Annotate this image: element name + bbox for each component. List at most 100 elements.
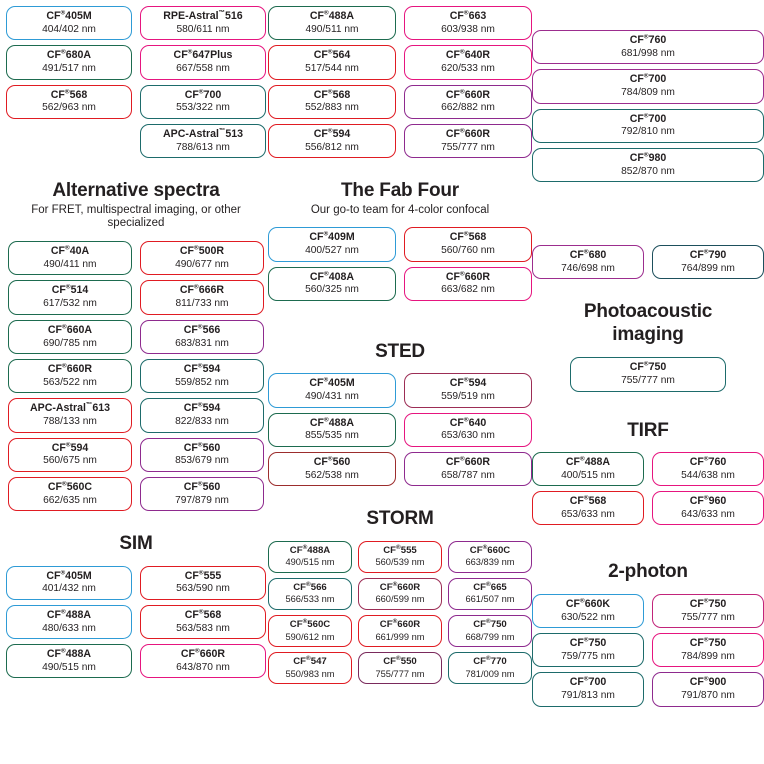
dye-name: CF®750 [689,597,727,610]
trademark-symbol: ® [64,88,70,96]
dye-excitation-emission: 620/533 nm [441,63,495,75]
dye-name: CF®760 [629,33,667,46]
dye-name: CF®666R [179,283,225,297]
dye-name: CF®750 [689,636,727,650]
dye-excitation-emission: 550/983 nm [285,668,335,679]
dye-excitation-emission: 490/411 nm [43,258,97,270]
trademark-symbol: ® [61,48,66,56]
section-title: STORM [366,508,434,530]
dye-name: CF®660R [47,362,93,375]
dye-excitation-emission: 491/517 nm [42,63,96,75]
dye-excitation-emission: 490/511 nm [305,23,359,35]
dye-excitation-emission: 663/839 nm [465,557,515,568]
trademark-symbol: ® [62,323,67,331]
dye-name: CF®568 [50,88,88,101]
dye-excitation-emission: 764/899 nm [681,262,735,274]
dye-excitation-emission: 784/809 nm [621,87,675,99]
section-subtitle: Our go-to team for 4-color confocal [310,203,490,216]
dye-excitation-emission: 566/533 nm [285,594,335,605]
dye-excitation-emission: 781/009 nm [465,668,515,679]
section-title-line2: imaging [612,323,684,345]
trademark-symbol: ® [327,48,333,56]
